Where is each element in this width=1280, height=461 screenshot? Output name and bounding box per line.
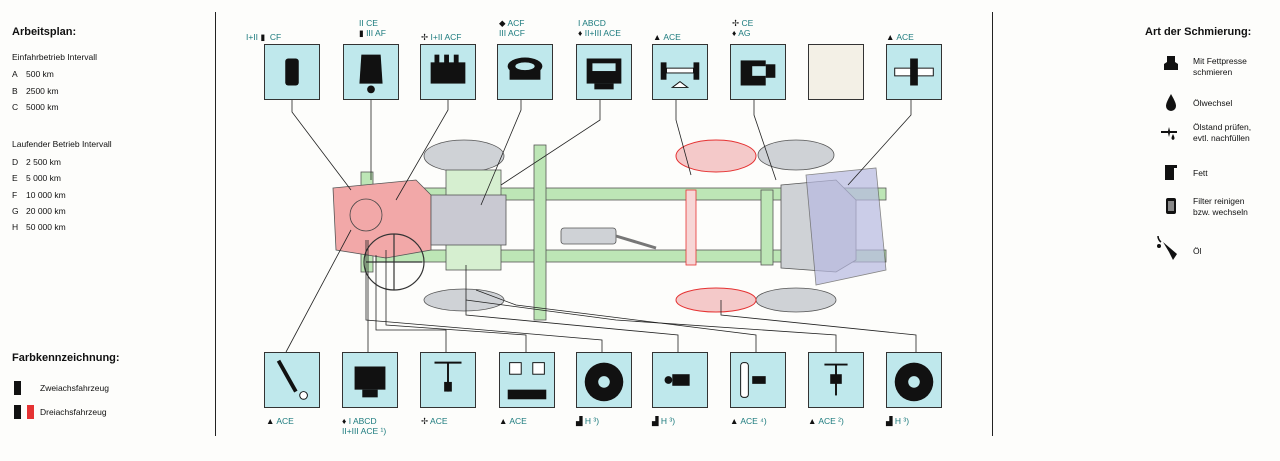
- top-box-9-spring: [886, 44, 942, 100]
- wheels: [423, 139, 837, 313]
- bottom-label-6: ▟ H ³): [652, 416, 676, 426]
- steering-wheel: [363, 233, 425, 291]
- two-axle-swatch: [14, 381, 21, 395]
- legend-label: Fett: [1193, 168, 1208, 178]
- bottom-label-3: ✢ ACE: [421, 416, 448, 426]
- three-axle-swatch-red: [27, 405, 34, 419]
- legend-label: Ölstand prüfen,evtl. nachfüllen: [1193, 122, 1252, 143]
- transmission: [430, 194, 507, 246]
- divider-right: [992, 12, 993, 436]
- bottom-label-5: ▟ H ³): [576, 416, 600, 426]
- bottom-label-1: ▲ ACE: [266, 416, 294, 426]
- engine: [332, 179, 432, 259]
- bottom-label-8: ▲ ACE ²): [808, 416, 844, 426]
- three-axle-label: Dreiachsfahrzeug: [40, 407, 107, 417]
- rear-body: [780, 167, 887, 286]
- legend-label: Ölwechsel: [1193, 98, 1233, 108]
- three-axle-swatch-black: [14, 405, 21, 419]
- top-box-8-empty: [808, 44, 864, 100]
- bottom-box-8-steering-linkage: [808, 352, 864, 408]
- bottom-box-2-steering-box: [342, 352, 398, 408]
- grease-gun-icon: [1161, 54, 1181, 74]
- bottom-box-5-wheel-hub: [576, 352, 632, 408]
- top-box-5-engine: [576, 44, 632, 100]
- top-label-7: ✢ CE♦ AG: [732, 18, 754, 38]
- top-box-4-oil-bath-filter: [497, 44, 553, 100]
- legend-title: Art der Schmierung:: [1145, 26, 1252, 38]
- top-label-6: ▲ ACE: [653, 32, 681, 42]
- top-box-3-injection-pump: [420, 44, 476, 100]
- bottom-box-7-axle-joint: [730, 352, 786, 408]
- top-box-2-filter: [343, 44, 399, 100]
- bottom-box-9-wheel-hub: [886, 352, 942, 408]
- top-box-6-axle: [652, 44, 708, 100]
- divider-left: [215, 12, 216, 436]
- bottom-label-7: ▲ ACE ⁴): [730, 416, 767, 426]
- muffler: [560, 227, 657, 250]
- leader-lines: [285, 98, 917, 353]
- running-title: Laufender Betrieb Intervall: [12, 139, 112, 149]
- bottom-box-6-brake: [652, 352, 708, 408]
- bottom-box-4-pedals: [499, 352, 555, 408]
- work-plan-title: Arbeitsplan:: [12, 26, 77, 38]
- oil-drop-icon: [1161, 92, 1181, 112]
- bottom-label-4: ▲ ACE: [499, 416, 527, 426]
- top-box-1-air-filter: [264, 44, 320, 100]
- top-label-9: ▲ ACE: [886, 32, 914, 42]
- oil-level-icon: [1159, 122, 1179, 142]
- chassis-drawing: [285, 98, 917, 353]
- break-in-title: Einfahrbetrieb Intervall: [12, 52, 98, 62]
- two-axle-label: Zweiachsfahrzeug: [40, 383, 109, 393]
- grease-tin-icon: [1161, 162, 1181, 182]
- top-label-2: II CE▮ III AF: [359, 18, 386, 38]
- top-label-3: ✢ I+II ACF: [421, 32, 462, 42]
- color-key-title: Farbkennzeichnung:: [12, 352, 120, 364]
- legend-label: Öl: [1193, 246, 1202, 256]
- top-box-7-gearbox: [730, 44, 786, 100]
- third-axle-wheels: [675, 139, 757, 313]
- chassis-diagram: I+II ▮ CF II CE▮ III AF ✢ I+II ACF ◆ ACF…: [216, 0, 992, 456]
- oil-can-icon: [1155, 232, 1183, 262]
- top-label-5: I ABCD♦ II+III ACE: [578, 18, 621, 38]
- top-label-1: I+II ▮ CF: [246, 32, 282, 42]
- bottom-label-9: ▟ H ³): [886, 416, 910, 426]
- bottom-box-1-gear-lever: [264, 352, 320, 408]
- filter-icon: [1161, 196, 1181, 216]
- bottom-box-3-steering-column: [420, 352, 476, 408]
